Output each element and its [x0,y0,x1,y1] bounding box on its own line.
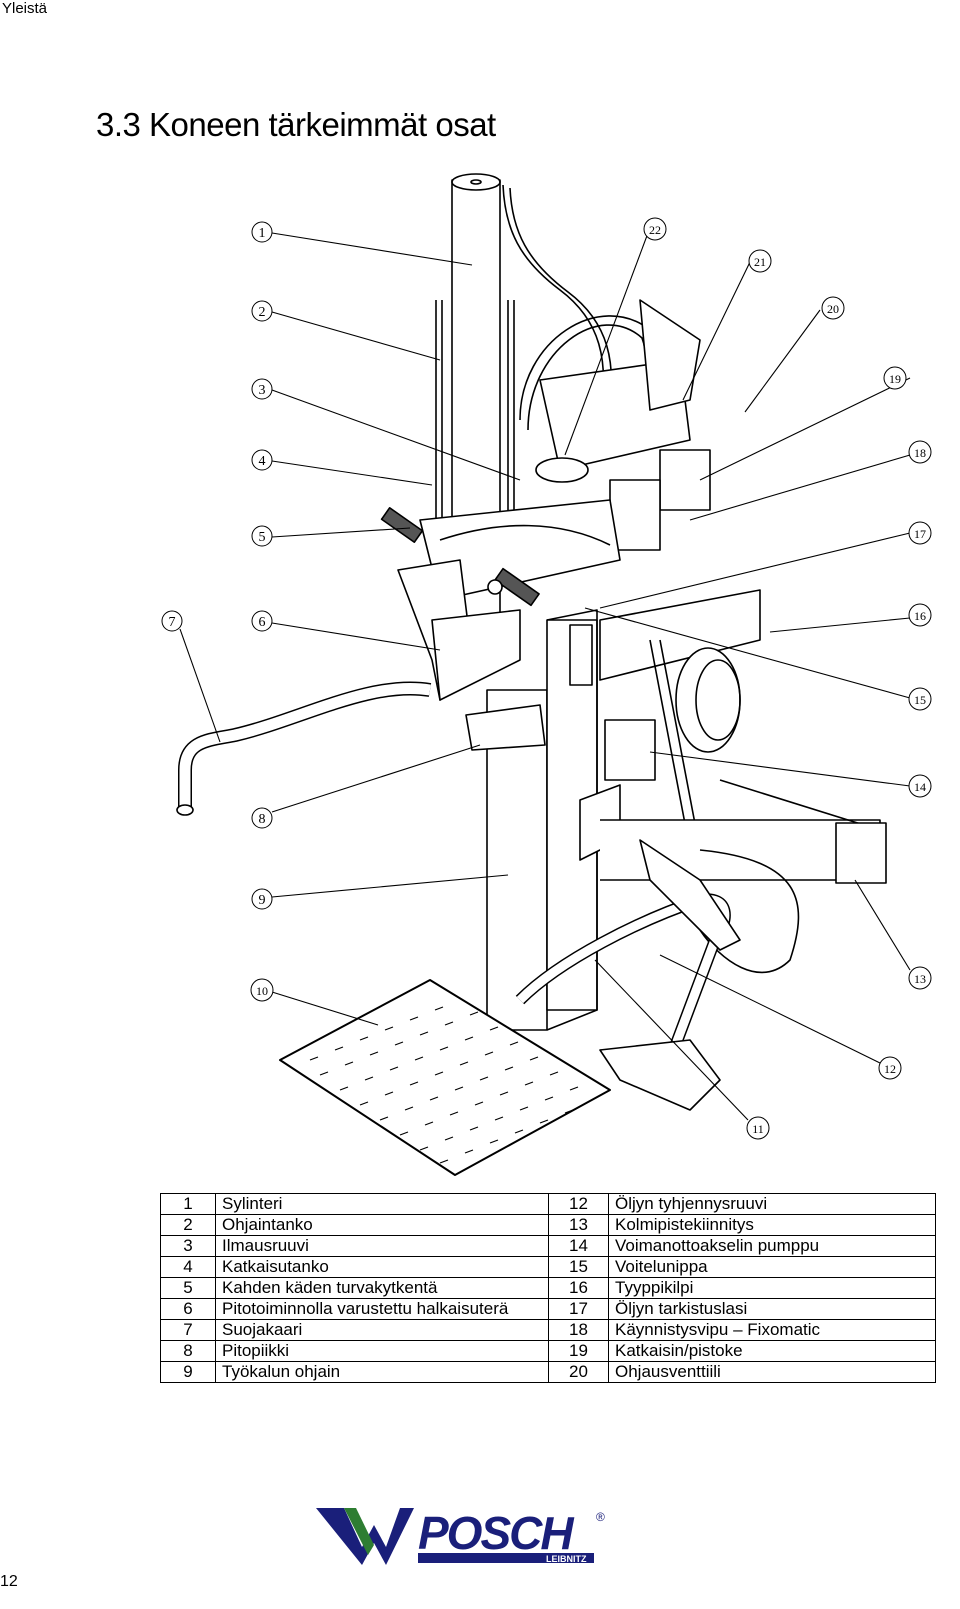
callout-11: 11 [746,1116,770,1140]
svg-text:17: 17 [914,527,926,541]
part-name: Suojakaari [215,1319,549,1341]
callout-22: 22 [643,217,667,241]
callout-6: 6 [251,610,273,632]
posch-logo: POSCH ® LEIBNITZ [316,1507,605,1565]
svg-text:9: 9 [259,893,266,908]
svg-text:8: 8 [259,812,266,827]
part-number: 8 [160,1340,216,1362]
part-number: 18 [548,1319,609,1341]
part-name: Pitotoiminnolla varustettu halkaisuterä [215,1298,549,1320]
callout-18: 18 [908,440,932,464]
callout-4: 4 [251,449,273,471]
callout-9: 9 [251,888,273,910]
part-number: 17 [548,1298,609,1320]
section-header: Yleistä [2,0,48,17]
svg-text:15: 15 [914,693,926,707]
svg-text:22: 22 [649,223,661,237]
callout-7: 7 [161,610,183,632]
part-number: 1 [160,1193,216,1215]
svg-text:2: 2 [259,305,266,320]
part-name: Katkaisutanko [215,1256,549,1278]
svg-text:12: 12 [884,1062,896,1076]
svg-text:18: 18 [914,446,926,460]
callout-3: 3 [251,378,273,400]
part-number: 2 [160,1214,216,1236]
svg-text:16: 16 [914,609,926,623]
svg-text:19: 19 [889,372,901,386]
callout-2: 2 [251,300,273,322]
svg-text:POSCH: POSCH [418,1507,574,1559]
part-name: Työkalun ohjain [215,1361,549,1383]
part-number: 7 [160,1319,216,1341]
svg-text:10: 10 [256,984,268,998]
callout-13: 13 [908,966,932,990]
part-name: Ilmausruuvi [215,1235,549,1257]
machine-diagram: 1 2 3 4 5 6 7 8 9 10 11 12 13 14 15 16 1… [161,173,932,1176]
part-number: 19 [548,1340,609,1362]
part-name: Öljyn tyhjennysruuvi [608,1193,936,1215]
svg-text:®: ® [596,1510,605,1524]
part-number: 6 [160,1298,216,1320]
callout-1: 1 [251,221,273,243]
svg-text:6: 6 [259,615,266,630]
part-name: Käynnistysvipu – Fixomatic [608,1319,936,1341]
callout-14: 14 [908,774,932,798]
part-number: 15 [548,1256,609,1278]
svg-text:4: 4 [259,454,266,469]
callout-16: 16 [908,603,932,627]
callout-8: 8 [251,807,273,829]
part-number: 5 [160,1277,216,1299]
part-name: Katkaisin/pistoke [608,1340,936,1362]
part-name: Ohjausventtiili [608,1361,936,1383]
part-name: Sylinteri [215,1193,549,1215]
callout-5: 5 [251,525,273,547]
callout-17: 17 [908,521,932,545]
part-number: 20 [548,1361,609,1383]
svg-text:7: 7 [169,615,176,630]
part-name: Pitopiikki [215,1340,549,1362]
svg-text:20: 20 [827,302,839,316]
part-name: Kahden käden turvakytkentä [215,1277,549,1299]
svg-text:13: 13 [914,972,926,986]
svg-text:3: 3 [259,383,266,398]
svg-text:5: 5 [259,530,266,545]
callout-21: 21 [748,249,772,273]
page-title: 3.3 Koneen tärkeimmät osat [96,106,496,143]
part-name: Voimanottoakselin pumppu [608,1235,936,1257]
part-name: Voitelunippa [608,1256,936,1278]
part-name: Tyyppikilpi [608,1277,936,1299]
page-number: 12 [0,1573,18,1590]
part-name: Ohjaintanko [215,1214,549,1236]
part-number: 9 [160,1361,216,1383]
callout-10: 10 [250,978,274,1002]
callout-19: 19 [883,366,907,390]
part-number: 14 [548,1235,609,1257]
callout-12: 12 [878,1056,902,1080]
part-number: 4 [160,1256,216,1278]
part-name: Öljyn tarkistuslasi [608,1298,936,1320]
svg-text:11: 11 [752,1122,764,1136]
svg-text:14: 14 [914,780,926,794]
part-number: 16 [548,1277,609,1299]
part-number: 3 [160,1235,216,1257]
svg-text:1: 1 [259,226,266,241]
callout-15: 15 [908,687,932,711]
part-number: 13 [548,1214,609,1236]
part-name: Kolmipistekiinnitys [608,1214,936,1236]
svg-text:LEIBNITZ: LEIBNITZ [546,1554,587,1564]
svg-text:21: 21 [754,255,766,269]
callout-20: 20 [821,296,845,320]
part-number: 12 [548,1193,609,1215]
